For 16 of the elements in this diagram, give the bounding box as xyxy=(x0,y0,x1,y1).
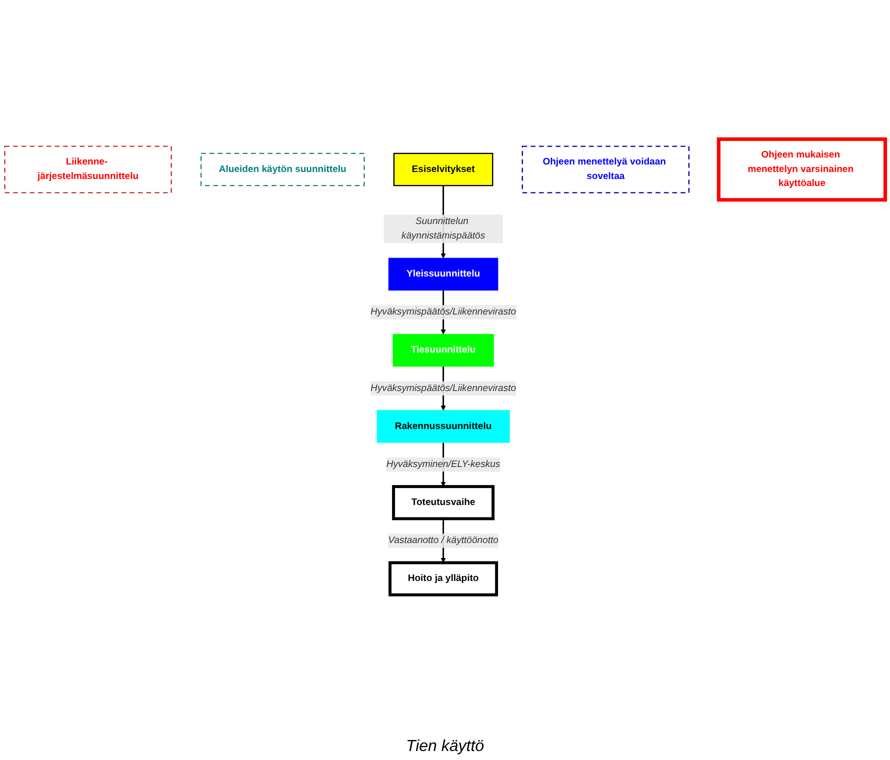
node-box: Esiselvitykset xyxy=(393,152,494,186)
edge-label: Hyväksyminen/ELY-keskus xyxy=(386,459,500,470)
node-box: Yleissuunnittelu xyxy=(388,258,498,291)
node-box: Liikenne- järjestelmäsuunnittelu xyxy=(4,146,172,194)
node-box: Tiesuunnittelu xyxy=(392,334,494,367)
node-box: Alueiden käytön suunnittelu xyxy=(200,152,365,186)
node-box: Rakennussuunnittelu xyxy=(376,410,510,443)
node-box: Ohjeen menettelyä voidaan soveltaa xyxy=(522,146,690,194)
node-box: Ohjeen mukaisen menettelyn varsinainen käyttöalue xyxy=(716,137,888,202)
note-text: Tien käyttö xyxy=(406,738,484,756)
edge-label: Vastaanotto / käyttöönotto xyxy=(388,535,498,546)
edge-label: Hyväksymispäätös/Liikennevirasto xyxy=(370,383,516,394)
edge-label: Suunnittelun käynnistämispäätös xyxy=(401,216,486,241)
edge-label: Hyväksymispäätös/Liikennevirasto xyxy=(370,306,516,318)
node-box: Hoito ja ylläpito xyxy=(388,561,498,596)
node-box: Toteutusvaihe xyxy=(392,485,495,520)
